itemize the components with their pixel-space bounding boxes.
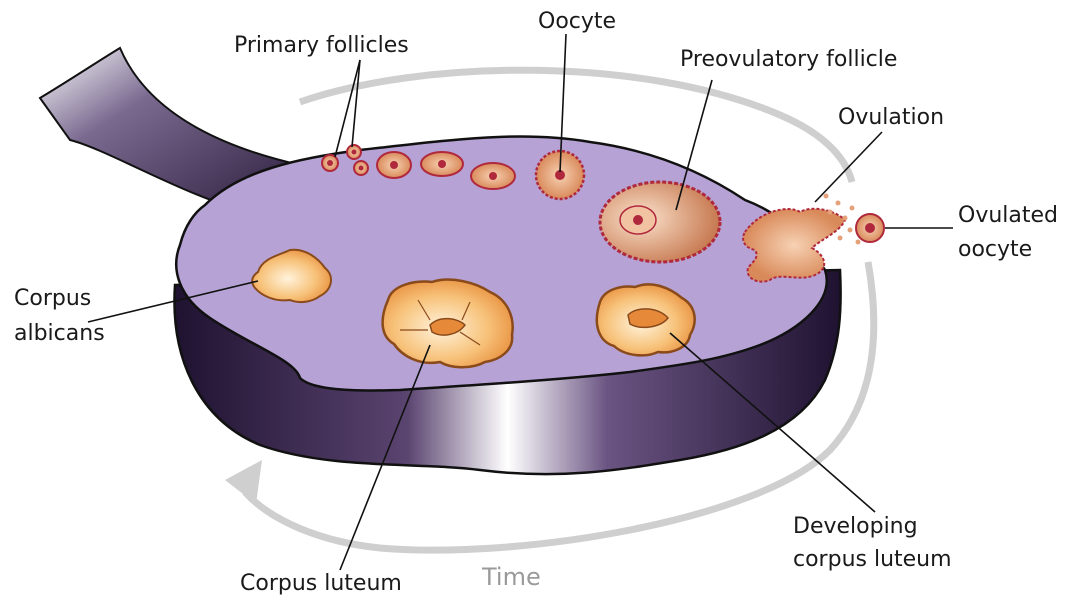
granulosa-dot	[824, 194, 829, 199]
label-ovulated-oocyte-line1: Ovulated	[958, 203, 1058, 228]
growing-follicle-oocyte	[390, 161, 398, 169]
granulosa-dot	[856, 240, 861, 245]
label-primary-follicles: Primary follicles	[234, 33, 409, 58]
label-preovulatory-follicle: Preovulatory follicle	[680, 47, 897, 72]
primary-follicle-nucleus	[352, 150, 357, 155]
label-corpus-luteum: Corpus luteum	[240, 571, 402, 596]
granulosa-dot	[838, 236, 843, 241]
granulosa-dot	[843, 216, 848, 221]
growing-follicle-oocyte	[489, 172, 497, 180]
label-ovulation: Ovulation	[838, 105, 944, 130]
primary-follicle-nucleus	[359, 166, 364, 171]
preovulatory-follicle-body	[600, 182, 720, 262]
ovulated-oocyte	[856, 214, 884, 242]
label-corpus-albicans-line1: Corpus	[14, 286, 91, 311]
developing-corpus-luteum	[597, 284, 695, 355]
label-developing-corpus-luteum-line1: Developing	[793, 514, 918, 539]
label-developing-corpus-luteum-line2: corpus luteum	[793, 547, 952, 572]
granulosa-dot	[836, 201, 841, 206]
primary-follicle-nucleus	[327, 160, 333, 166]
growing-follicle-oocyte	[438, 160, 446, 168]
label-ovulated-oocyte-line2: oocyte	[958, 237, 1032, 262]
granulosa-dot	[850, 206, 855, 211]
preovulatory-oocyte	[633, 215, 643, 225]
granulosa-dot	[828, 210, 833, 215]
cycle-arrow-head	[225, 460, 262, 504]
label-time: Time	[481, 563, 541, 591]
corpus-luteum	[383, 280, 513, 368]
label-corpus-albicans-line2: albicans	[14, 321, 105, 346]
label-oocyte: Oocyte	[538, 9, 616, 34]
granulosa-dot	[848, 228, 853, 233]
ovulated-oocyte-nucleus	[865, 223, 875, 233]
preovulatory-follicle	[600, 182, 720, 262]
